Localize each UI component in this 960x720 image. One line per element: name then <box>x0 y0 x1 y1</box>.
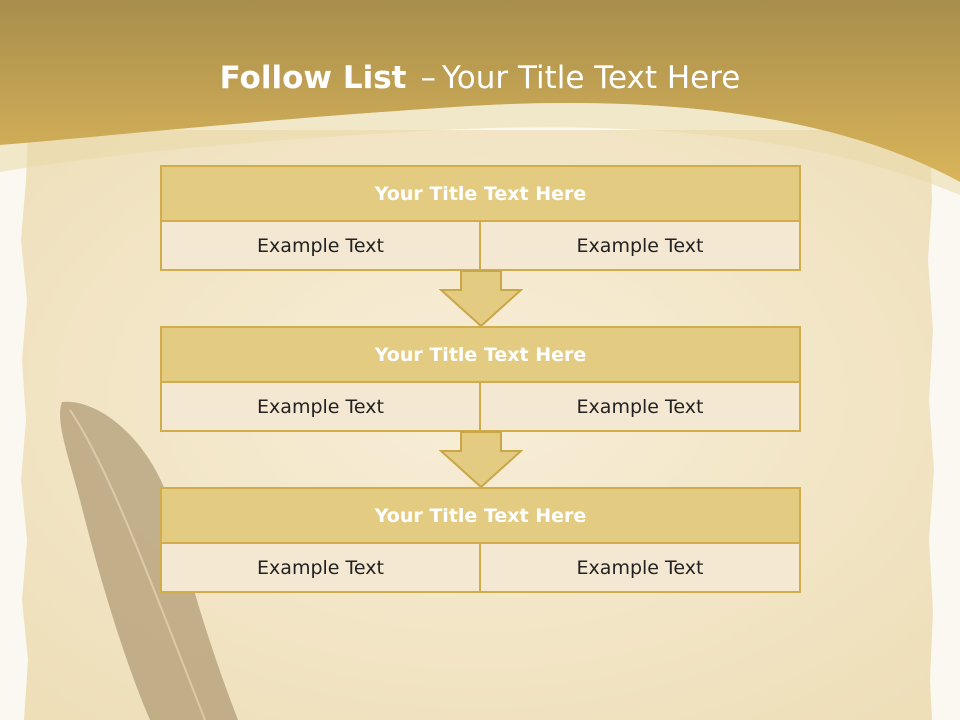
title-dash: – <box>420 60 436 96</box>
flow-step-2: Your Title Text Here Example Text Exampl… <box>160 326 801 432</box>
title-bold: Follow List <box>219 60 407 96</box>
step-3-title: Your Title Text Here <box>160 487 801 544</box>
flow-step-3: Your Title Text Here Example Text Exampl… <box>160 487 801 593</box>
step-1-title: Your Title Text Here <box>160 165 801 222</box>
step-3-cell-right: Example Text <box>479 544 801 593</box>
step-3-cell-left: Example Text <box>160 544 481 593</box>
step-2-title: Your Title Text Here <box>160 326 801 383</box>
title-rest: Your Title Text Here <box>441 60 741 96</box>
slide-title: Follow List–Your Title Text Here <box>0 56 960 100</box>
step-1-cell-right: Example Text <box>479 222 801 271</box>
down-arrow-1 <box>439 270 523 328</box>
title-banner <box>0 0 960 182</box>
down-arrow-2 <box>439 431 523 489</box>
step-1-cell-left: Example Text <box>160 222 481 271</box>
feather-decoration <box>60 401 238 720</box>
step-2-cell-left: Example Text <box>160 383 481 432</box>
flow-step-1: Your Title Text Here Example Text Exampl… <box>160 165 801 271</box>
banner-swoosh <box>0 102 960 195</box>
step-2-cell-right: Example Text <box>479 383 801 432</box>
